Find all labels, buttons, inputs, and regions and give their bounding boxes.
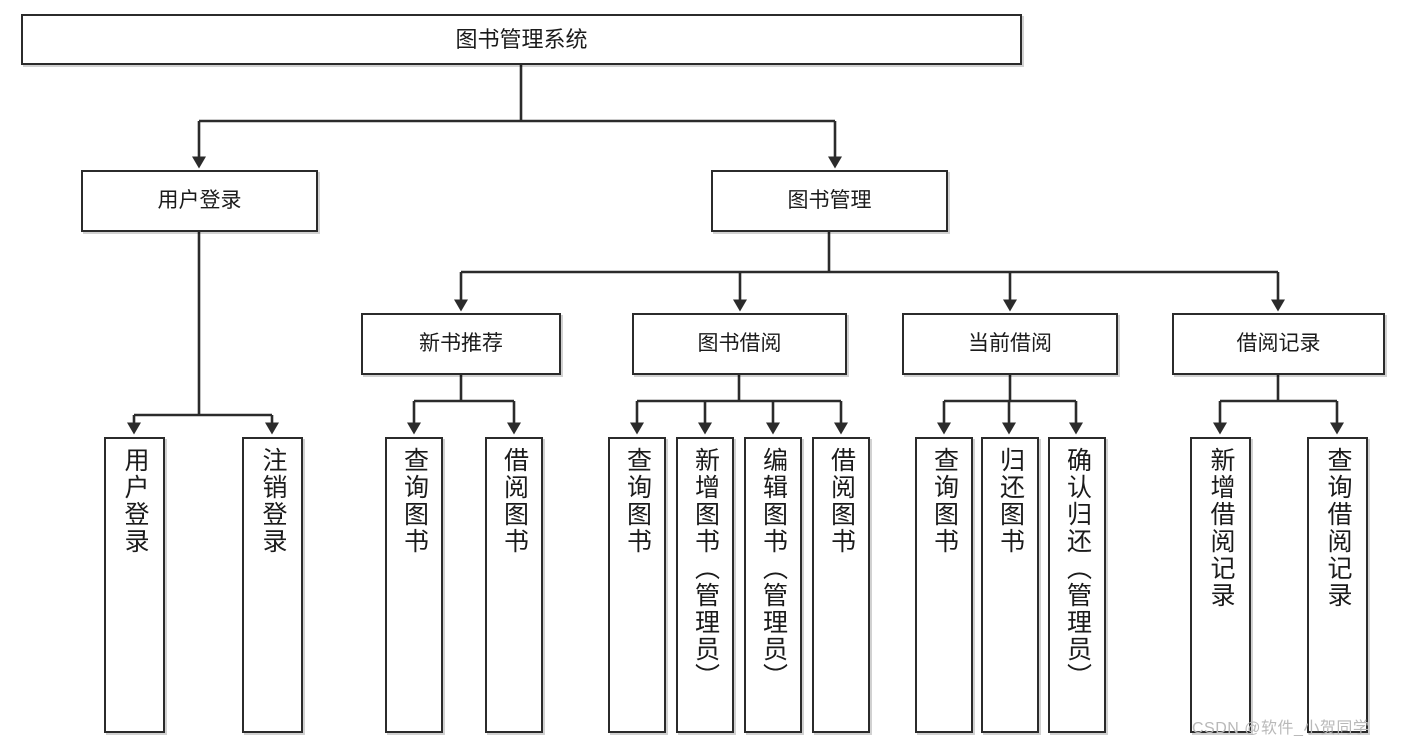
node-label: 确认归还（管理员） <box>1063 447 1092 690</box>
node-label: 编辑图书（管理员） <box>759 447 788 690</box>
node-label: 查询图书 <box>623 447 652 555</box>
leaf-record-add[interactable]: 新增借阅记录 <box>1190 437 1251 733</box>
node-label: 借阅图书 <box>827 447 856 555</box>
node-label: 借阅记录 <box>1236 331 1321 355</box>
node-label: 用户登录 <box>121 447 149 555</box>
node-label: 查询借阅记录 <box>1324 447 1352 609</box>
leaf-borrow-add-book[interactable]: 新增图书（管理员） <box>676 437 734 733</box>
node-label: 注销登录 <box>259 447 287 555</box>
node-label: 新书推荐 <box>419 331 503 355</box>
node-current-borrow[interactable]: 当前借阅 <box>902 313 1118 375</box>
leaf-recommend-borrow-book[interactable]: 借阅图书 <box>485 437 543 733</box>
node-label: 借阅图书 <box>500 447 529 555</box>
leaf-current-query-book[interactable]: 查询图书 <box>915 437 973 733</box>
leaf-current-return-book[interactable]: 归还图书 <box>981 437 1039 733</box>
node-label: 新增图书（管理员） <box>691 447 720 690</box>
node-label: 查询图书 <box>930 447 959 555</box>
node-new-book-recommend[interactable]: 新书推荐 <box>361 313 561 375</box>
leaf-borrow-query-book[interactable]: 查询图书 <box>608 437 666 733</box>
node-label: 新增借阅记录 <box>1207 447 1235 609</box>
node-label: 图书管理系统 <box>455 26 588 52</box>
node-user-login[interactable]: 用户登录 <box>81 170 318 232</box>
node-root-book-management-system[interactable]: 图书管理系统 <box>21 14 1022 65</box>
node-label: 归还图书 <box>996 447 1025 555</box>
node-label: 图书管理 <box>787 188 872 212</box>
leaf-user-logout[interactable]: 注销登录 <box>242 437 303 733</box>
node-label: 用户登录 <box>157 188 242 212</box>
leaf-record-query[interactable]: 查询借阅记录 <box>1307 437 1368 733</box>
node-book-management[interactable]: 图书管理 <box>711 170 948 232</box>
node-borrow-record[interactable]: 借阅记录 <box>1172 313 1385 375</box>
node-label: 图书借阅 <box>697 331 782 355</box>
node-label: 当前借阅 <box>968 331 1052 355</box>
leaf-current-confirm-return[interactable]: 确认归还（管理员） <box>1048 437 1106 733</box>
leaf-recommend-query-book[interactable]: 查询图书 <box>385 437 443 733</box>
node-label: 查询图书 <box>400 447 429 555</box>
leaf-borrow-edit-book[interactable]: 编辑图书（管理员） <box>744 437 802 733</box>
leaf-borrow-borrow-book[interactable]: 借阅图书 <box>812 437 870 733</box>
leaf-user-login[interactable]: 用户登录 <box>104 437 165 733</box>
node-book-borrow[interactable]: 图书借阅 <box>632 313 847 375</box>
